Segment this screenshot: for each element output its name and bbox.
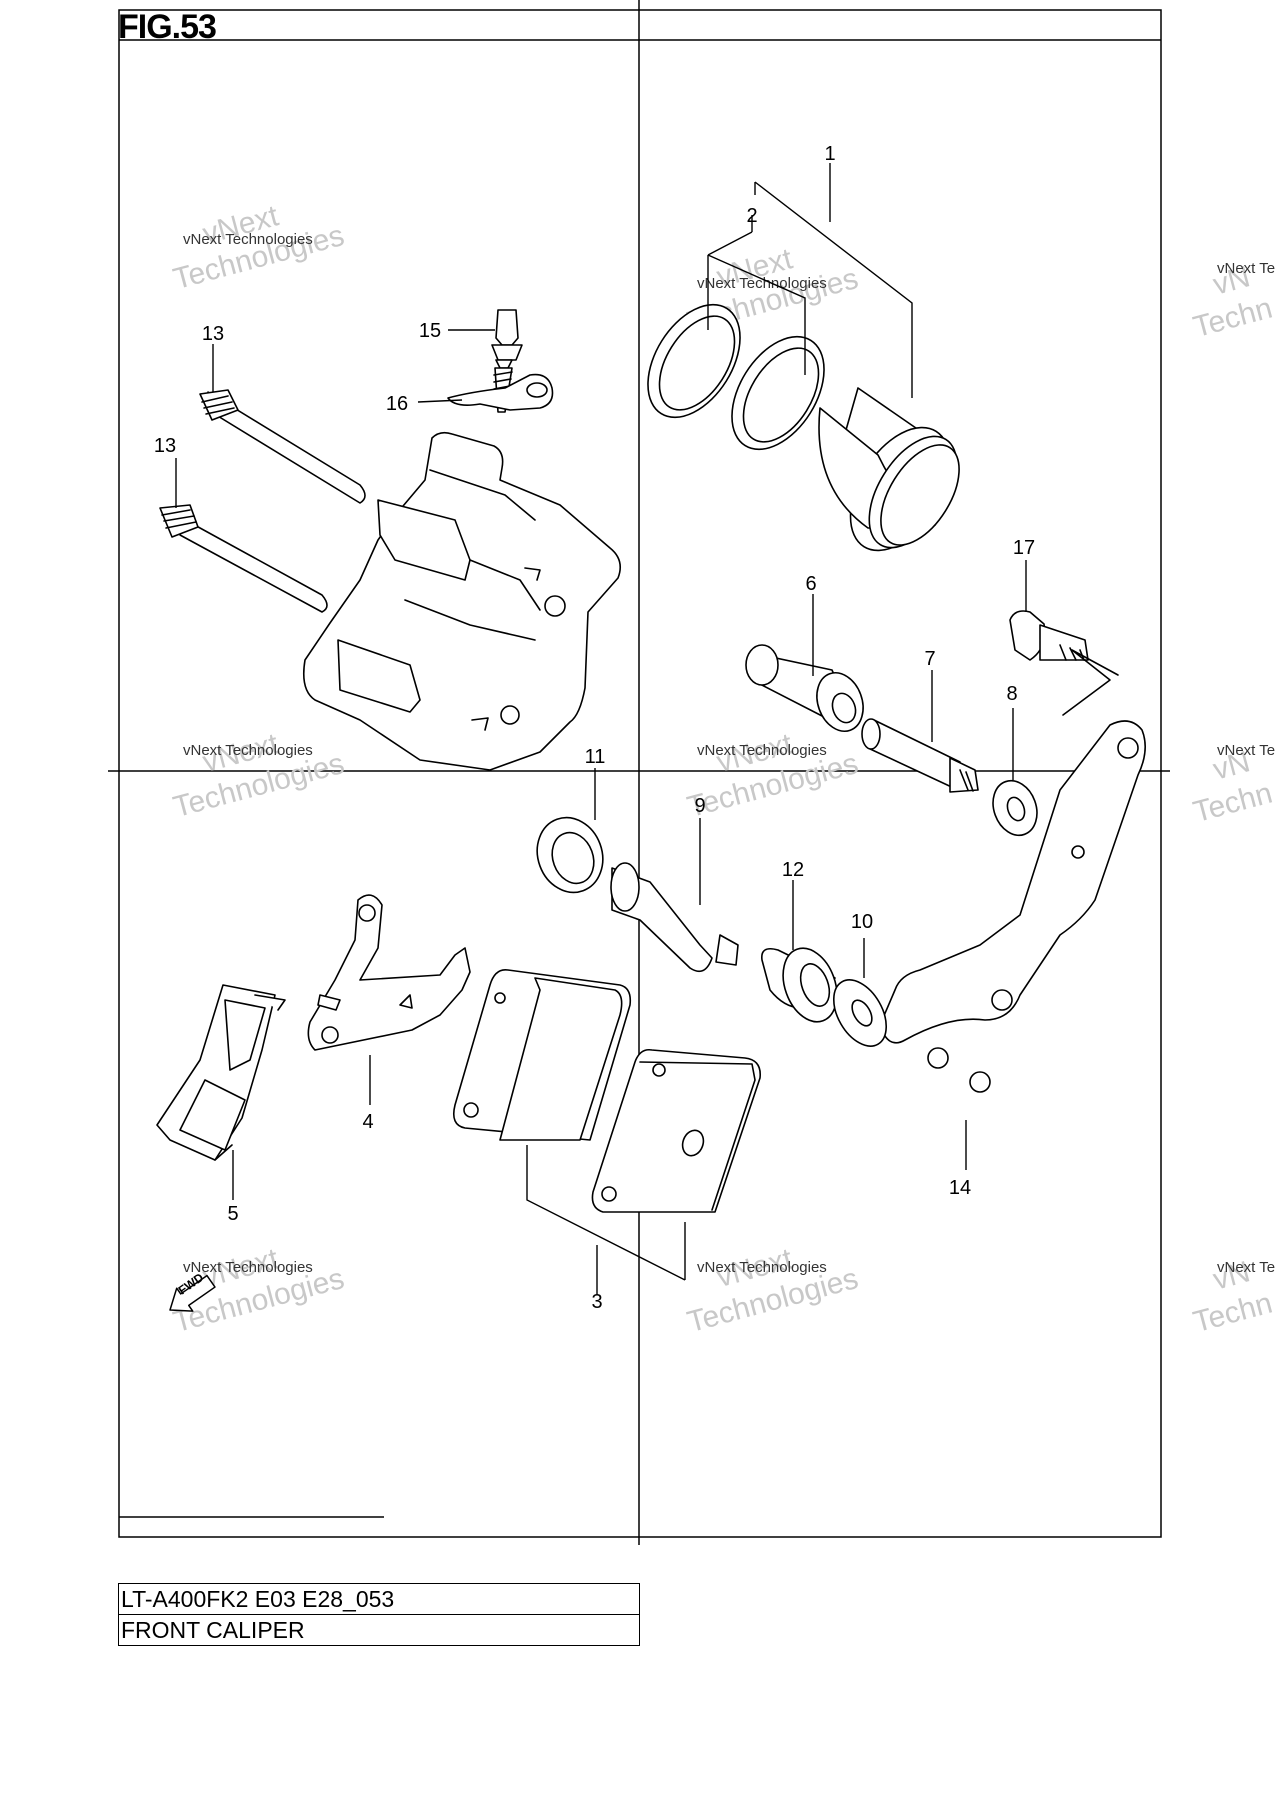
callout-8: 8 [1006, 683, 1017, 705]
model-code-box: LT-A400FK2 E03 E28_053 [118, 1583, 640, 1615]
forward-direction-arrow-icon [169, 1274, 216, 1312]
watermark-company-top-right: vNext Te [1217, 260, 1275, 277]
leader-lines [175, 163, 1027, 1295]
part-14-leader-break [1062, 649, 1119, 716]
figure-title: FIG.53 [118, 8, 216, 46]
diagram-frame [108, 0, 1170, 1545]
leader-1 [754, 181, 913, 398]
part-1-piston [818, 387, 960, 552]
part-8-washer [992, 779, 1038, 837]
part-6-sleeve [745, 644, 864, 732]
leader-16 [417, 399, 463, 403]
watermark-company-bottom-center: vNext Technologies [697, 1259, 827, 1276]
watermark-company-bottom-left: vNext Technologies [183, 1259, 313, 1276]
part-5-pad-spring [156, 984, 286, 1161]
callout-10: 10 [851, 911, 873, 933]
part-2-piston-seals [647, 303, 825, 451]
section-name: FRONT CALIPER [121, 1617, 305, 1643]
part-14-caliper-bracket [879, 720, 1146, 1093]
svg-text:Techn: Techn [1190, 292, 1276, 345]
part-3-brake-pad-inner [452, 968, 632, 1141]
svg-text:Techn: Techn [1190, 777, 1276, 830]
callout-6: 6 [805, 573, 816, 595]
watermark-company-middle-left: vNext Technologies [183, 742, 313, 759]
part-13-caliper-pin-lower [159, 504, 328, 613]
callout-14: 14 [949, 1177, 971, 1199]
callout-11: 11 [585, 746, 606, 768]
part-17-bracket-bolt [1009, 610, 1089, 661]
part-13-caliper-pin-upper [199, 389, 366, 504]
part-9-slide-pin [610, 862, 739, 973]
leader-2 [707, 254, 806, 375]
watermark-company-top-center: vNext Technologies [697, 275, 827, 292]
svg-text:Techn: Techn [1190, 1287, 1276, 1340]
callout-1: 1 [824, 143, 835, 165]
callout-13-upper: 13 [202, 323, 224, 345]
callout-5: 5 [227, 1203, 238, 1225]
watermark-company-middle-right: vNext Te [1217, 742, 1275, 759]
callout-numbers: 1 2 3 4 5 6 7 8 9 10 11 12 13 13 14 15 1… [154, 143, 1035, 1313]
part-3-brake-pad-outer [591, 1048, 762, 1213]
section-name-box: FRONT CALIPER [118, 1614, 640, 1646]
part-4-pad-shim [307, 894, 471, 1051]
caliper-body [302, 431, 621, 771]
part-7-bolt [861, 718, 979, 793]
callout-13-lower: 13 [154, 435, 176, 457]
callout-17: 17 [1013, 537, 1035, 559]
callout-12: 12 [782, 859, 804, 881]
watermark-middle-left: vNext Technologies [170, 727, 348, 824]
watermark-bottom-center: vNext Technologies [684, 1242, 862, 1339]
callout-4: 4 [362, 1111, 373, 1133]
part-10-washer [832, 979, 888, 1047]
watermark-company-top-left: vNext Technologies [183, 231, 313, 248]
callout-7: 7 [924, 648, 935, 670]
part-11-dust-boot [536, 816, 604, 894]
part-16-bleeder-cap-bracket [447, 373, 554, 411]
callout-16: 16 [386, 393, 408, 415]
leader-3 [526, 1145, 686, 1295]
watermark-company-middle-center: vNext Technologies [697, 742, 827, 759]
callout-9: 9 [694, 795, 705, 817]
callout-15: 15 [419, 320, 441, 342]
watermark-company-bottom-right: vNext Te [1217, 1259, 1275, 1276]
model-code: LT-A400FK2 E03 E28_053 [121, 1586, 395, 1612]
callout-3: 3 [591, 1291, 602, 1313]
callout-2: 2 [746, 205, 757, 227]
part-12-pin-boot [761, 947, 838, 1023]
